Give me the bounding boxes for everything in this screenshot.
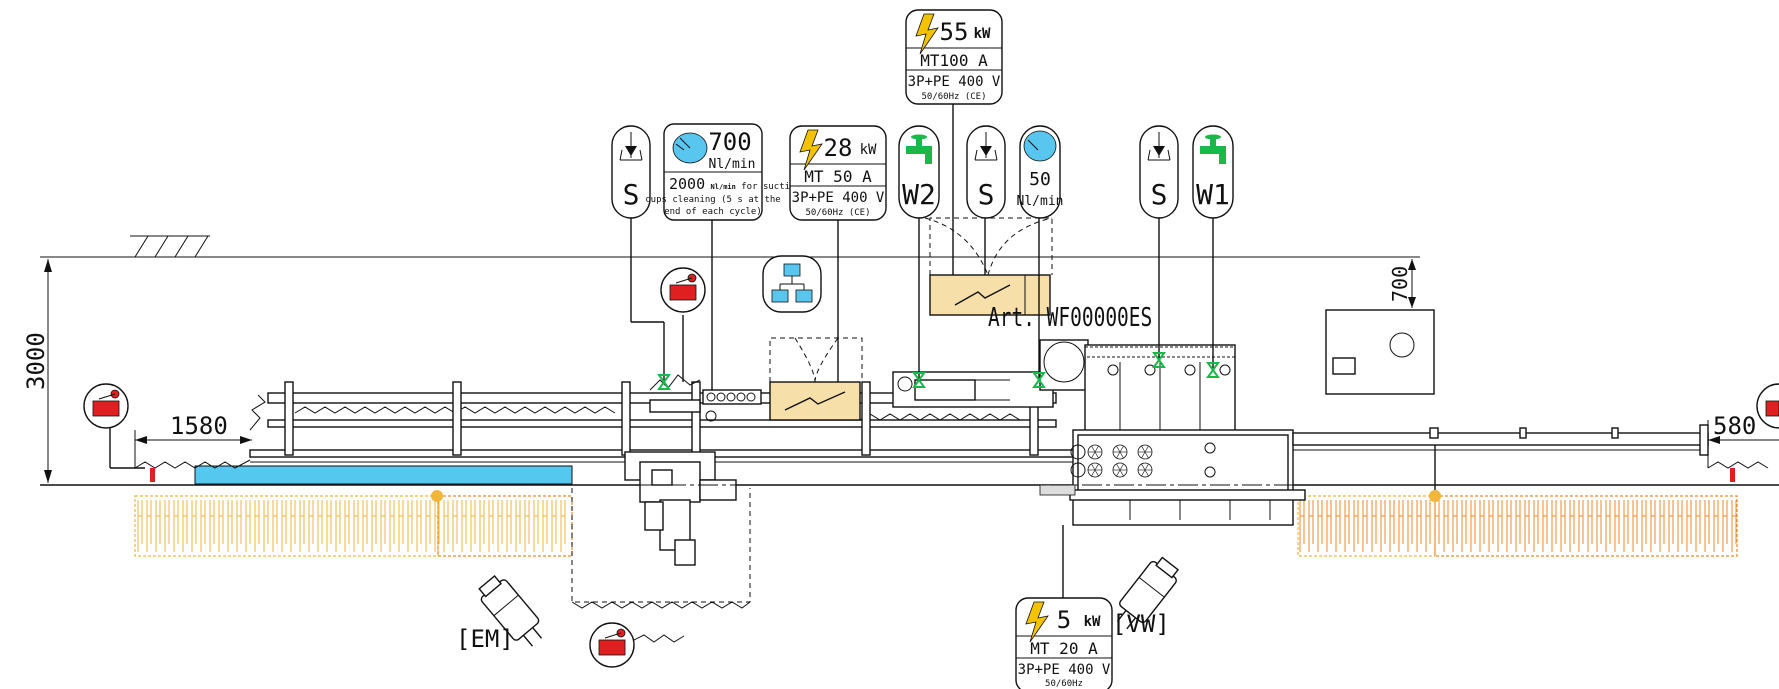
water-tap-icon	[906, 134, 932, 164]
cabinet-clearance-label: 700	[1388, 266, 1412, 302]
power-28-breaker: MT 50 A	[804, 167, 872, 186]
water-w1-label: W1	[1196, 178, 1230, 211]
power-55-unit: kW	[974, 26, 991, 42]
power-callout-28kw: 28 kW MT 50 A 3P+PE 400 V 50/60Hz (CE)	[789, 125, 887, 221]
ceiling-hatch	[130, 235, 210, 258]
air-main-unit: Nl/min	[709, 157, 756, 172]
em-label: [EM]	[456, 625, 514, 653]
vw-label: [VW]	[1112, 610, 1170, 638]
roller-conveyor	[702, 389, 762, 422]
air-small-value: 50	[1029, 169, 1051, 190]
emergency-stop-bottom	[589, 622, 685, 668]
drain-s-2: S	[966, 125, 1006, 219]
water-w2: W2	[898, 125, 940, 219]
floor-marker-right	[1429, 490, 1441, 502]
power-5-unit: kW	[1084, 614, 1101, 630]
air-main-note-3: end of each cycle)	[664, 207, 762, 217]
power-55-freq: 50/60Hz (CE)	[921, 92, 986, 102]
network-callout	[762, 255, 822, 313]
drain-s-1-label: S	[623, 178, 640, 211]
air-callout-main: 700 Nl/min 2000 Nl/min for suction cups …	[645, 123, 801, 221]
power-28-kw: 28	[824, 134, 853, 162]
power-28-freq: 50/60Hz (CE)	[805, 208, 870, 218]
power-5-freq: 50/60Hz	[1045, 679, 1083, 689]
power-55-kw: 55	[940, 18, 969, 46]
power-5-breaker: MT 20 A	[1030, 639, 1098, 658]
cabinet-clearance-dimension: 700	[1388, 259, 1416, 308]
air-small-unit: Nl/min	[1017, 194, 1064, 209]
power-28-unit: kW	[860, 142, 877, 158]
ceiling-line	[40, 235, 1420, 258]
left-clearance-label: 1580	[170, 412, 228, 440]
drain-icon	[1147, 132, 1171, 161]
cloud-icon	[1023, 130, 1057, 162]
power-callout-55kw: 55 kW MT100 A 3P+PE 400 V 50/60Hz (CE)	[905, 9, 1003, 105]
water-w1: W1	[1192, 125, 1234, 219]
lightning-icon	[915, 13, 939, 55]
floor-marker-left	[431, 490, 443, 502]
height-dimension-label: 3000	[22, 332, 50, 390]
connection-lines	[109, 100, 1436, 600]
drain-icon	[974, 132, 998, 161]
emergency-stop-left	[83, 383, 129, 429]
air-main-note-1: 2000 Nl/min for suction	[669, 175, 801, 193]
power-callout-5kw: 5 kW MT 20 A 3P+PE 400 V 50/60Hz	[1015, 597, 1113, 689]
lightning-icon	[1025, 601, 1049, 643]
valves	[657, 352, 1220, 390]
lightning-icon	[799, 129, 823, 171]
power-plug-icon-vw	[1116, 556, 1180, 630]
water-tap-icon	[1200, 134, 1226, 164]
power-5-supply: 3P+PE 400 V	[1018, 662, 1111, 678]
cloud-icon	[672, 132, 708, 164]
air-main-note-2: cups cleaning (5 s at the	[645, 195, 780, 205]
breaking-unit	[1039, 429, 1306, 526]
drain-icon	[619, 132, 643, 161]
air-main-value: 700	[708, 128, 751, 156]
waste-cabinet	[1325, 309, 1435, 395]
floor-grating-left	[134, 495, 573, 557]
exit-table	[1292, 424, 1769, 469]
drain-s-3: S	[1139, 125, 1179, 219]
drain-s-1: S	[611, 125, 651, 219]
height-dimension: 3000	[22, 259, 52, 483]
emergency-stop-right	[1756, 383, 1779, 429]
table-posts	[284, 381, 1039, 456]
right-clearance-label: 580	[1713, 412, 1756, 440]
right-clearance-dimension: 580	[1707, 412, 1779, 468]
power-55-breaker: MT100 A	[920, 51, 988, 70]
drain-s-3-label: S	[1151, 178, 1168, 211]
cutting-bridge	[571, 374, 751, 609]
network-icon	[771, 263, 813, 303]
emergency-stop-top	[660, 267, 706, 313]
glass-sheet	[194, 465, 573, 485]
power-5-kw: 5	[1057, 606, 1071, 634]
left-clearance-dimension: 1580	[134, 412, 252, 468]
water-w2-label: W2	[902, 178, 936, 211]
emergency-markers	[150, 468, 1735, 482]
article-number: Art. WF00000ES	[988, 303, 1152, 332]
power-plug-icon-em	[478, 575, 543, 647]
drain-s-2-label: S	[978, 178, 995, 211]
power-28-supply: 3P+PE 400 V	[792, 190, 885, 206]
floor-grating-right	[1297, 495, 1738, 557]
air-callout-small: 50 Nl/min	[1017, 125, 1064, 219]
power-55-supply: 3P+PE 400 V	[908, 74, 1001, 90]
